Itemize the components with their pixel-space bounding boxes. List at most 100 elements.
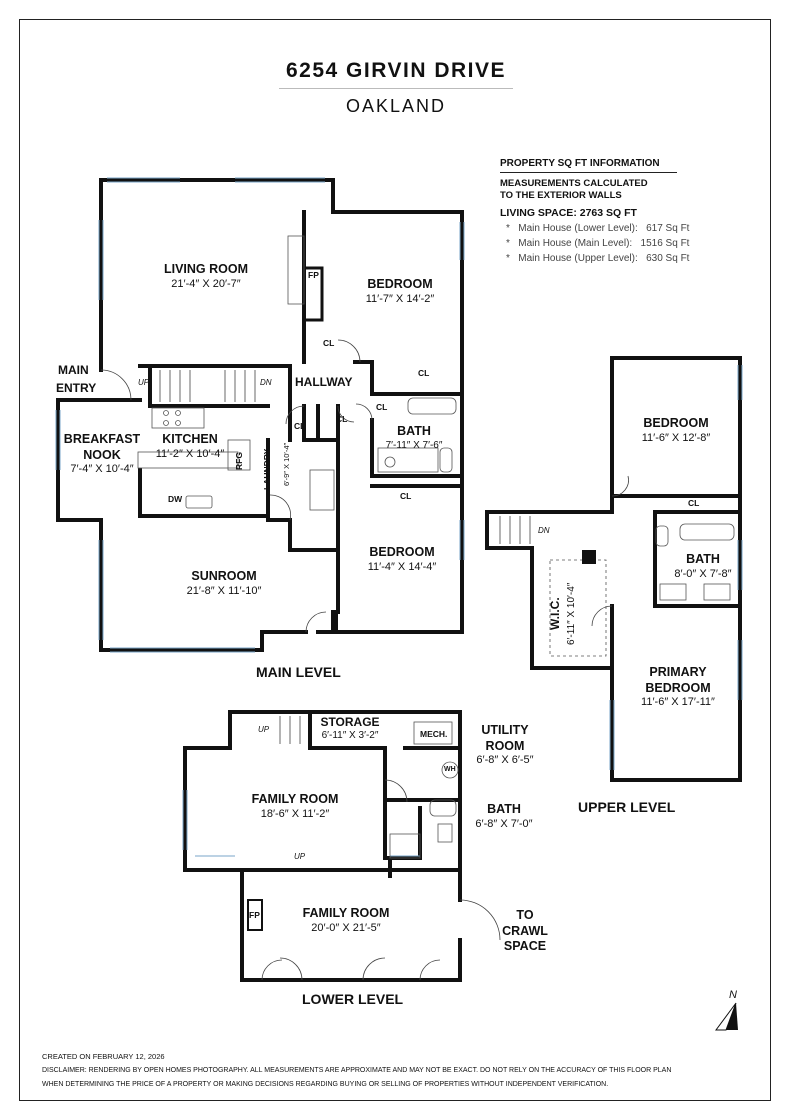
crawl-text: TO — [516, 908, 534, 922]
room-name: FAMILY ROOM — [302, 906, 390, 920]
room-name: NOOK — [83, 447, 121, 462]
dishwasher-label: DW — [168, 494, 183, 504]
room-name: BEDROOM — [367, 277, 433, 291]
room-dims: 18′-6″ X 11′-2″ — [260, 807, 330, 820]
upper-level-label: UPPER LEVEL — [578, 799, 676, 815]
sqft-item: * Main House (Main Level): 1516 Sq Ft — [506, 238, 689, 249]
water-heater-label: WH — [444, 766, 456, 773]
closet-label: CL — [400, 491, 412, 501]
room-name: KITCHEN — [162, 432, 218, 446]
room-dims: 6′-8″ X 7′-0″ — [475, 817, 533, 830]
sqft-item: * Main House (Upper Level): 630 Sq Ft — [506, 253, 689, 264]
sqft-item-label: Main House (Upper Level): — [518, 253, 638, 264]
room-name: BATH — [686, 552, 720, 566]
room-dims: 11′-7″ X 14′-2″ — [365, 292, 435, 305]
room-dims: 11′-6″ X 17′-11″ — [641, 696, 715, 709]
room-dims: 6′-8″ X 6′-5″ — [476, 754, 534, 767]
main-level-label: MAIN LEVEL — [256, 664, 341, 680]
room-name: SUNROOM — [191, 569, 257, 583]
room-wic: W.I.C. — [548, 597, 562, 630]
closet-label: CL — [323, 338, 335, 348]
room-name: LIVING ROOM — [163, 262, 249, 276]
room-dims: 11′-2″ X 10′-4″ — [155, 447, 225, 460]
bullet: * — [506, 238, 510, 249]
closet-label: CL — [418, 368, 430, 378]
room-name: BEDROOM — [643, 416, 709, 430]
room-name: BATH — [487, 802, 521, 816]
sqft-divider — [500, 172, 677, 173]
room-dims: 7′-11″ X 7′-6″ — [385, 439, 443, 451]
sqft-heading: PROPERTY SQ FT INFORMATION — [500, 158, 660, 169]
room-wic-dims: 6′-11″ X 10′-4″ — [566, 582, 577, 645]
closet-label: CL — [336, 414, 348, 424]
room-name: BATH — [397, 424, 431, 438]
room-name: BREAKFAST — [63, 432, 141, 446]
sqft-item-value: 1516 Sq Ft — [640, 238, 690, 249]
room-name: LAUNDRY — [262, 448, 272, 490]
sqft-note-1: MEASUREMENTS CALCULATED — [500, 178, 648, 189]
room-dims: 21′-8″ X 11′-10″ — [186, 584, 262, 597]
closet-label: CL — [376, 402, 388, 412]
disclaimer-line-1: DISCLAIMER: RENDERING BY OPEN HOMES PHOT… — [42, 1067, 672, 1074]
compass-label: N — [729, 989, 737, 1001]
sqft-item-value: 630 Sq Ft — [646, 253, 690, 264]
closet-label: CL — [688, 498, 700, 508]
created-date: CREATED ON FEBRUARY 12, 2026 — [42, 1052, 165, 1061]
room-name: BEDROOM — [369, 545, 435, 559]
room-name: STORAGE — [320, 715, 380, 729]
room-name: UTILITY — [481, 723, 529, 737]
room-dims: 11′-4″ X 14′-4″ — [367, 560, 437, 573]
stairs-down-label: DN — [538, 526, 550, 535]
room-dims: 7′-4″ X 10′-4″ — [70, 463, 134, 476]
page-subtitle: OAKLAND — [345, 96, 447, 116]
page-border — [19, 19, 771, 1101]
stairs-up-label: UP — [258, 725, 270, 734]
disclaimer-line-2: WHEN DETERMINING THE PRICE OF A PROPERTY… — [42, 1081, 609, 1088]
main-entry-label-2: ENTRY — [56, 381, 97, 395]
stairs-up-label: UP — [138, 378, 150, 387]
closet-label: CL — [294, 421, 306, 431]
room-laundry-dims: 6′-9″ X 10′-4″ — [282, 442, 291, 486]
stairs-up-label: UP — [294, 852, 306, 861]
sqft-note-2: TO THE EXTERIOR WALLS — [500, 190, 622, 201]
fridge-label: RFG — [234, 452, 244, 470]
room-dims: 21′-4″ X 20′-7″ — [171, 277, 241, 290]
page-title: 6254 GIRVIN DRIVE — [285, 59, 507, 82]
title-divider — [279, 88, 513, 89]
fireplace-label: FP — [308, 270, 319, 280]
sqft-item-value: 617 Sq Ft — [646, 223, 690, 234]
room-dims: 8′-0″ X 7′-8″ — [674, 567, 732, 580]
mechanical-label: MECH. — [420, 729, 448, 739]
room-name: PRIMARY — [649, 665, 707, 679]
main-entry-label-1: MAIN — [58, 363, 89, 377]
room-name: BEDROOM — [645, 680, 711, 695]
sqft-item-label: Main House (Main Level): — [518, 238, 633, 249]
living-space-total: LIVING SPACE: 2763 SQ FT — [500, 207, 637, 219]
sqft-item: * Main House (Lower Level): 617 Sq Ft — [506, 223, 689, 234]
stairs-down-label: DN — [260, 378, 272, 387]
room-dims: 6′-11″ X 3′-2″ — [321, 730, 379, 741]
compass-arrow-icon — [715, 1002, 738, 1031]
hallway-label: HALLWAY — [295, 375, 353, 389]
room-name: FAMILY ROOM — [251, 792, 339, 806]
lower-level-label: LOWER LEVEL — [302, 991, 404, 1007]
crawl-text: SPACE — [503, 939, 547, 954]
sqft-item-label: Main House (Lower Level): — [518, 223, 638, 234]
room-laundry: LAUNDRY — [257, 449, 275, 490]
